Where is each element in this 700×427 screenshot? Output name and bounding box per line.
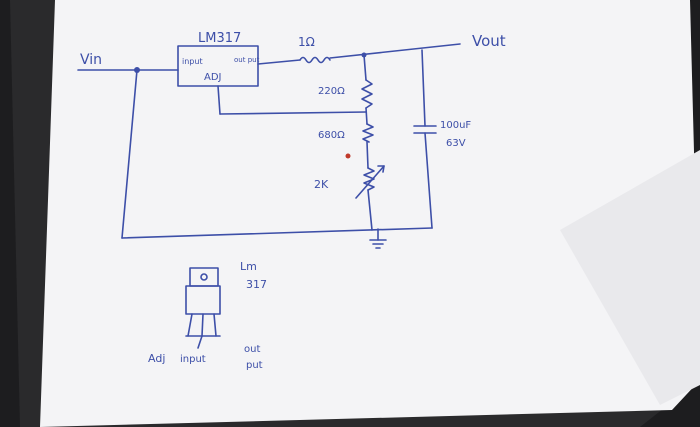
cap-wire-top [421,49,426,127]
vin-label: Vin [80,52,102,68]
package-name-line2: 317 [246,278,267,291]
cap-wire-bottom [424,132,433,229]
schematic: Vin Vout LM317 input out put ADJ 1Ω 220Ω… [77,31,506,249]
regulator-label: LM317 [198,31,241,46]
pkg-pin-out-line2: put [246,360,263,371]
package-name-line1: Lm [240,260,257,273]
r-column-mid [365,107,368,125]
pkg-pin-out-line1: out [244,344,260,355]
package-pin-input [201,313,204,337]
adj-wire-across [219,111,367,115]
r3-value-label: 680Ω [318,130,345,141]
cap-voltage-label: 63V [446,138,466,149]
paper-fold [560,150,700,405]
pin-output-label: out put [234,56,260,64]
pkg-pin-input-label: input [180,354,206,365]
vout-label: Vout [472,32,506,50]
pot-resistor [363,167,375,191]
pin-input-label: input [182,57,203,66]
package-pin-out [213,313,217,337]
pot-arrow-head [377,165,385,173]
r-column-bottom [367,189,373,231]
r1-resistor [299,56,331,64]
pkg-pin-adj-label: Adj [148,352,165,365]
cap-value-label: 100uF [440,120,471,131]
left-return-wire [121,69,138,239]
ground-rail [121,227,433,239]
pot-arrow-line [355,165,385,199]
r-column-top [363,54,367,81]
red-marker-dot [345,153,351,159]
r2-resistor [361,79,373,109]
package-sketch: Lm 317 Adj input out put [148,260,267,371]
pin-adj-label: ADJ [204,72,222,83]
pot-value-label: 2K [314,178,329,191]
r1-value-label: 1Ω [298,35,315,49]
r2-value-label: 220Ω [318,86,345,97]
r-column-lower [366,141,369,169]
vout-wire [329,43,461,59]
package-pin-adj [187,313,193,337]
adj-wire-down [217,85,221,115]
r3-resistor [362,123,374,143]
package-input-lead [197,335,203,349]
package-hole [200,273,208,281]
reg-out-wire [257,59,301,65]
